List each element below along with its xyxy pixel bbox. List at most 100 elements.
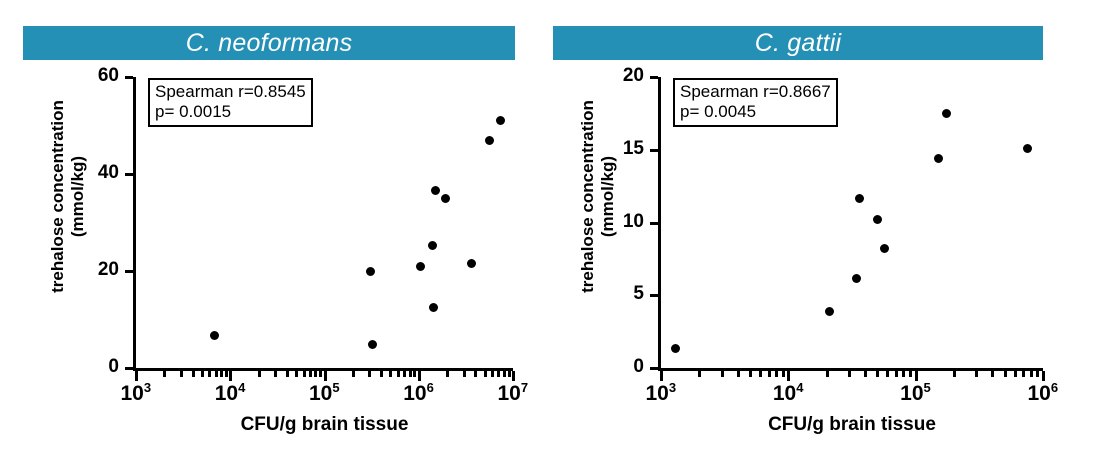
- y-tick-label: 20: [622, 65, 644, 86]
- x-tick-label: 104: [214, 380, 246, 405]
- x-tick-minor: [863, 371, 867, 377]
- y-axis-title-right: trehalose concentration (mmol/kg): [578, 41, 617, 352]
- y-axis-title-line1: trehalose concentration: [48, 100, 67, 293]
- x-tick-minor: [403, 371, 407, 377]
- x-tick-label: 105: [900, 380, 931, 405]
- x-tick-label: 107: [497, 380, 529, 405]
- x-tick-minor: [749, 371, 752, 377]
- data-point: [416, 261, 426, 271]
- data-point: [495, 116, 505, 126]
- x-tick-minor: [179, 371, 183, 377]
- y-tick: [650, 148, 658, 152]
- data-point: [872, 215, 882, 225]
- x-tick-minor: [208, 371, 212, 377]
- y-tick-label: 15: [622, 137, 644, 159]
- data-point: [851, 274, 861, 284]
- x-tick-label: 105: [309, 380, 340, 405]
- data-point: [671, 343, 680, 353]
- panel-c-gattii: C. gattii trehalose concentration (mmol/…: [530, 0, 1070, 468]
- stat-line-p: p= 0.0015: [155, 102, 232, 122]
- x-tick-minor: [952, 371, 956, 377]
- x-tick-minor: [894, 371, 898, 377]
- panel-title-c-neoformans: C. neoformans: [23, 26, 515, 60]
- x-tick-major: [914, 371, 918, 381]
- x-tick-minor: [781, 371, 785, 377]
- stat-line-r: Spearman r=0.8667: [680, 82, 831, 101]
- panel-c-neoformans: C. neoformans trehalose concentration (m…: [0, 0, 540, 468]
- x-tick-major: [229, 371, 233, 381]
- x-tick-minor: [1029, 371, 1033, 377]
- x-tick-minor: [302, 371, 306, 377]
- x-tick-minor: [446, 371, 450, 377]
- x-tick-minor: [497, 371, 501, 377]
- y-axis-line: [658, 77, 661, 371]
- x-tick-minor: [351, 371, 355, 377]
- x-tick-minor: [285, 371, 289, 377]
- x-tick-minor: [886, 371, 890, 377]
- x-tick-minor: [380, 371, 384, 377]
- x-tick-minor: [462, 371, 466, 377]
- y-tick-label: 5: [633, 283, 644, 305]
- x-tick-minor: [908, 371, 912, 377]
- x-tick-minor: [474, 371, 478, 377]
- x-tick-minor: [295, 371, 299, 377]
- x-tick-minor: [767, 371, 771, 377]
- x-tick-label: 103: [120, 380, 152, 405]
- data-point: [880, 244, 890, 254]
- x-tick-label: 104: [772, 380, 804, 405]
- x-tick-major: [512, 371, 515, 381]
- plot-area-c-neoformans: trehalose concentration (mmol/kg) CFU/g …: [0, 0, 540, 468]
- x-tick-minor: [774, 371, 778, 377]
- data-point: [854, 193, 864, 203]
- x-axis-line: [658, 368, 1043, 371]
- x-tick-minor: [720, 371, 724, 377]
- x-tick-minor: [308, 371, 312, 377]
- y-tick: [650, 221, 658, 225]
- data-point: [366, 266, 376, 276]
- y-tick: [650, 367, 658, 370]
- data-point: [1023, 143, 1033, 153]
- x-tick-minor: [368, 371, 372, 377]
- x-tick-minor: [163, 371, 167, 377]
- y-tick: [125, 173, 133, 176]
- y-tick-label: 0: [108, 356, 119, 377]
- x-tick-minor: [483, 371, 487, 377]
- x-axis-line: [133, 368, 513, 371]
- x-tick-minor: [319, 371, 323, 377]
- y-tick-label: 0: [633, 356, 644, 377]
- x-tick-minor: [314, 371, 318, 377]
- x-tick-minor: [220, 371, 224, 377]
- panel-title-c-gattii: C. gattii: [553, 26, 1043, 60]
- x-tick-minor: [396, 371, 400, 377]
- data-point: [430, 185, 440, 195]
- x-tick-minor: [502, 371, 506, 377]
- data-point: [824, 306, 834, 316]
- x-tick-major: [1042, 371, 1045, 381]
- y-tick: [650, 76, 658, 79]
- y-tick-label: 10: [622, 210, 644, 232]
- x-tick-minor: [759, 371, 763, 377]
- x-tick-minor: [1036, 371, 1040, 377]
- y-tick: [125, 76, 133, 79]
- x-tick-minor: [975, 371, 979, 377]
- x-tick-minor: [507, 371, 511, 377]
- data-point: [485, 135, 495, 145]
- x-tick-minor: [825, 371, 829, 377]
- x-tick-label: 103: [645, 380, 677, 405]
- data-point: [933, 153, 943, 163]
- x-tick-minor: [200, 371, 204, 377]
- x-tick-minor: [1003, 371, 1007, 377]
- data-point: [942, 108, 952, 118]
- stat-box-c-neoformans: Spearman r=0.8545 p= 0.0015: [148, 78, 313, 128]
- y-tick: [125, 367, 133, 370]
- x-tick-major: [787, 371, 791, 381]
- x-tick-minor: [408, 371, 412, 377]
- x-axis-title-left: CFU/g brain tissue: [240, 414, 409, 435]
- x-tick-minor: [413, 371, 417, 377]
- data-point: [466, 259, 476, 269]
- x-tick-minor: [1022, 371, 1026, 377]
- x-tick-major: [135, 371, 138, 381]
- x-tick-minor: [214, 371, 218, 377]
- y-axis-title-line1: trehalose concentration: [578, 100, 597, 293]
